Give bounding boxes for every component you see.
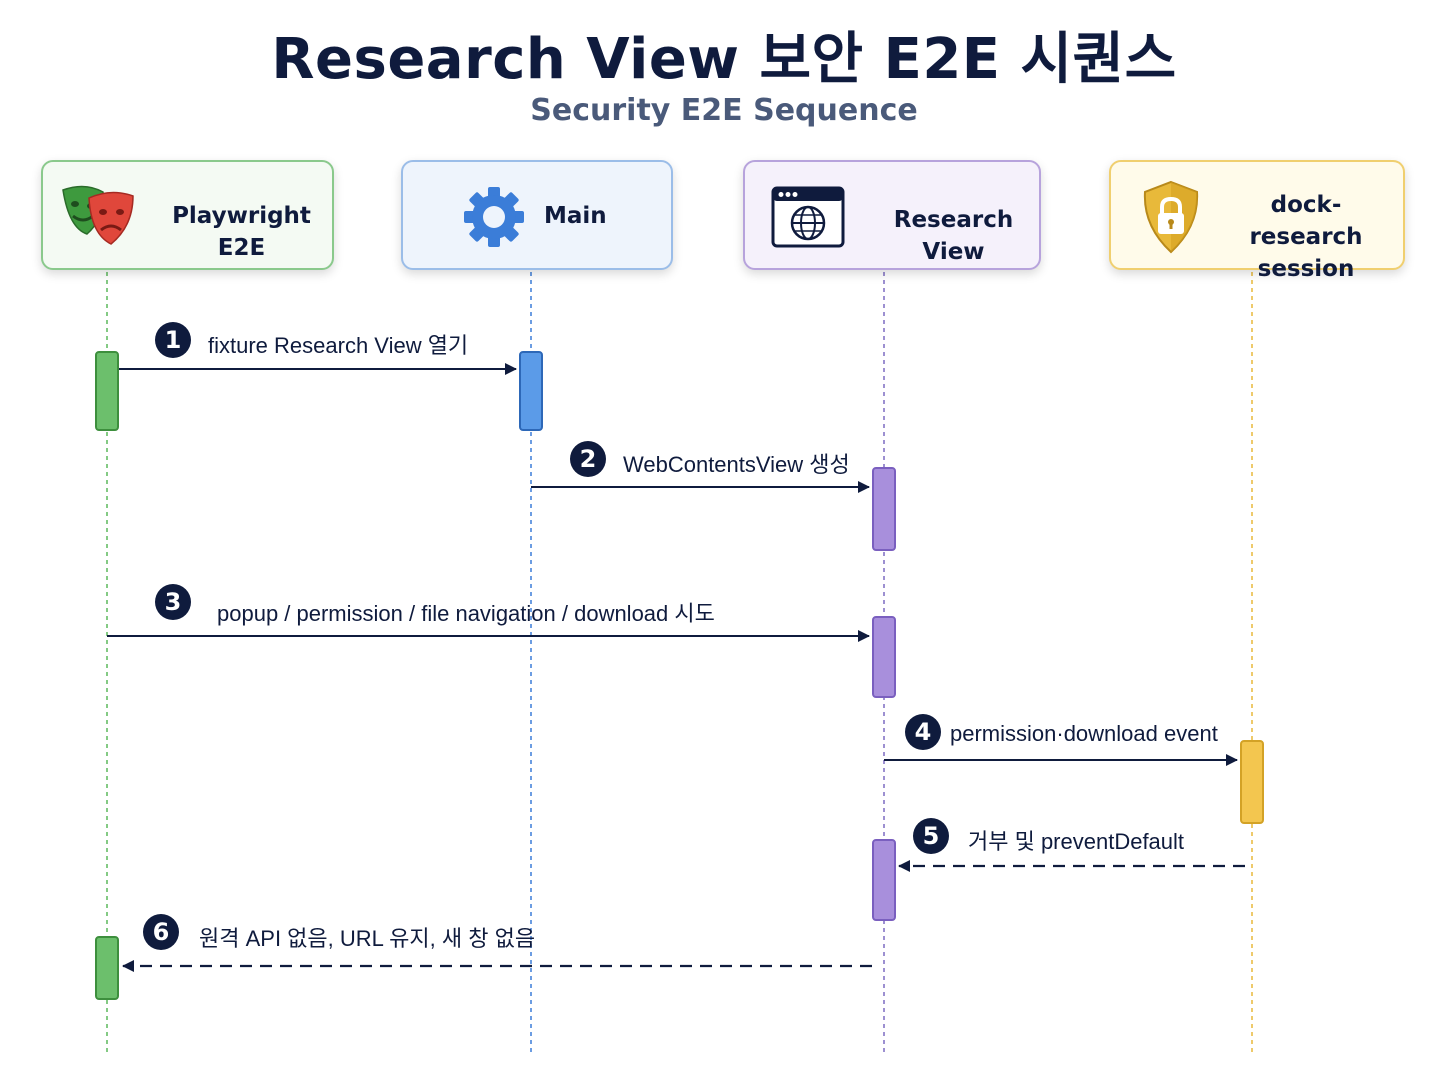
activation-main-1 [519,351,543,431]
step-badge-5: 5 [913,818,949,854]
participant-label: Playwright E2E [172,203,311,261]
diagram-title: Research View 보안 E2E 시퀀스 [271,27,1177,92]
step-badge-4: 4 [905,714,941,750]
activation-dock-1 [1240,740,1264,824]
participant-playwright: Playwright E2E [41,160,334,270]
browser-globe-icon [771,186,845,248]
participant-label-line2: session [1257,256,1355,282]
message-label-4: permission·download event [950,721,1218,746]
gear-icon [464,187,524,247]
activation-playwright-2 [95,936,119,1000]
participant-label-line1: dock-research [1249,192,1363,250]
activation-research-3 [872,839,896,921]
activation-research-1 [872,467,896,551]
participant-research-view: Research View [743,160,1041,270]
activation-playwright-1 [95,351,119,431]
participant-label: dock-research session [1226,189,1386,285]
step-badge-6: 6 [143,914,179,950]
message-label-6: 원격 API 없음, URL 유지, 새 창 없음 [199,926,536,951]
theater-masks-icon [62,185,134,245]
message-label-5: 거부 및 preventDefault [968,829,1185,854]
participant-label: Main [544,203,607,229]
step-badge-1: 1 [155,322,191,358]
message-label-3: popup / permission / file navigation / d… [217,601,715,626]
step-badge-2: 2 [570,441,606,477]
activation-research-2 [872,616,896,698]
participant-main: Main [401,160,673,270]
message-label-1: fixture Research View 열기 [208,333,469,358]
participant-dock-research-session: dock-research session [1109,160,1405,282]
shield-lock-icon [1143,180,1199,254]
message-label-2: WebContentsView 생성 [623,452,850,477]
participant-label: Research View [893,207,1014,265]
step-badge-3: 3 [155,584,191,620]
diagram-subtitle: Security E2E Sequence [530,93,918,128]
